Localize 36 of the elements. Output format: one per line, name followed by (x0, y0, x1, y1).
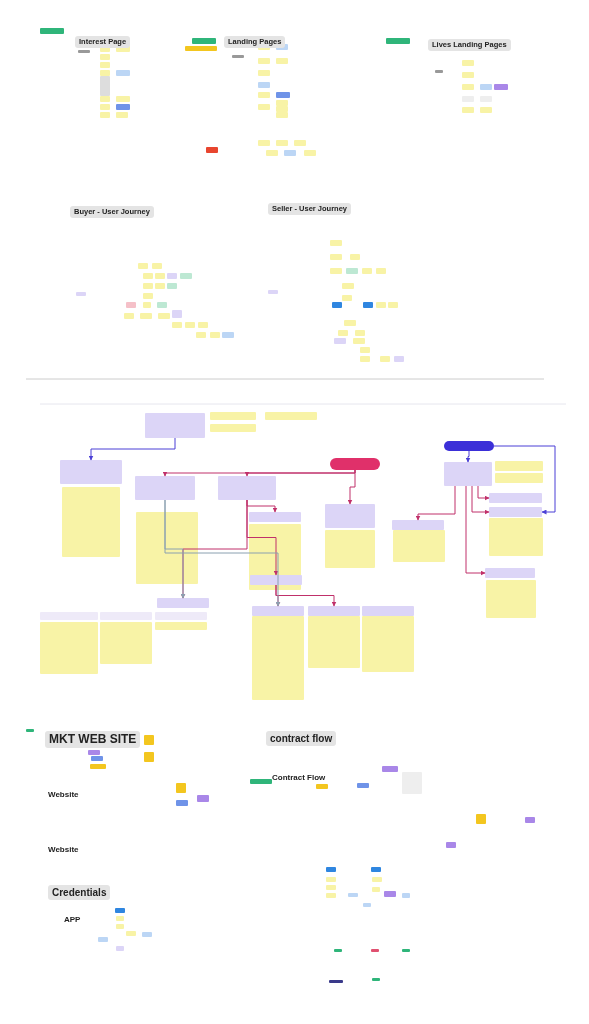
page-box (135, 476, 195, 500)
page-box (330, 458, 380, 470)
connector-arrow (415, 485, 456, 521)
note-text: Contract Flow (272, 773, 326, 782)
connector-arrow (477, 485, 490, 501)
page-box (157, 598, 209, 608)
page-box (60, 460, 122, 484)
page-box (325, 504, 375, 528)
page-box (252, 606, 304, 616)
connector-arrow (244, 469, 356, 477)
page-box (249, 512, 301, 522)
page-box (489, 507, 542, 517)
section-title: MKT WEB SITE (45, 731, 141, 749)
page-box (444, 441, 494, 451)
page-box (392, 520, 444, 530)
connector-arrow (164, 499, 281, 607)
page-box (485, 568, 535, 578)
note-text: Website (48, 790, 79, 799)
page-box (444, 462, 492, 486)
page-box (218, 476, 276, 500)
note-text: Website (48, 845, 79, 854)
page-box (250, 575, 302, 585)
connector-arrow (465, 485, 486, 576)
connector-arrow (471, 485, 490, 515)
section-title: Credentials (48, 885, 111, 900)
connector-arrow (493, 445, 556, 515)
page-box (145, 413, 205, 438)
note-text: APP (64, 915, 81, 924)
page-box (362, 606, 414, 616)
section-title: contract flow (266, 731, 337, 746)
page-box (308, 606, 360, 616)
connector-arrow (347, 469, 356, 505)
connector-arrow (465, 450, 471, 463)
page-box (489, 493, 542, 503)
connector-arrow (275, 584, 337, 607)
connector-arrow (88, 437, 176, 461)
